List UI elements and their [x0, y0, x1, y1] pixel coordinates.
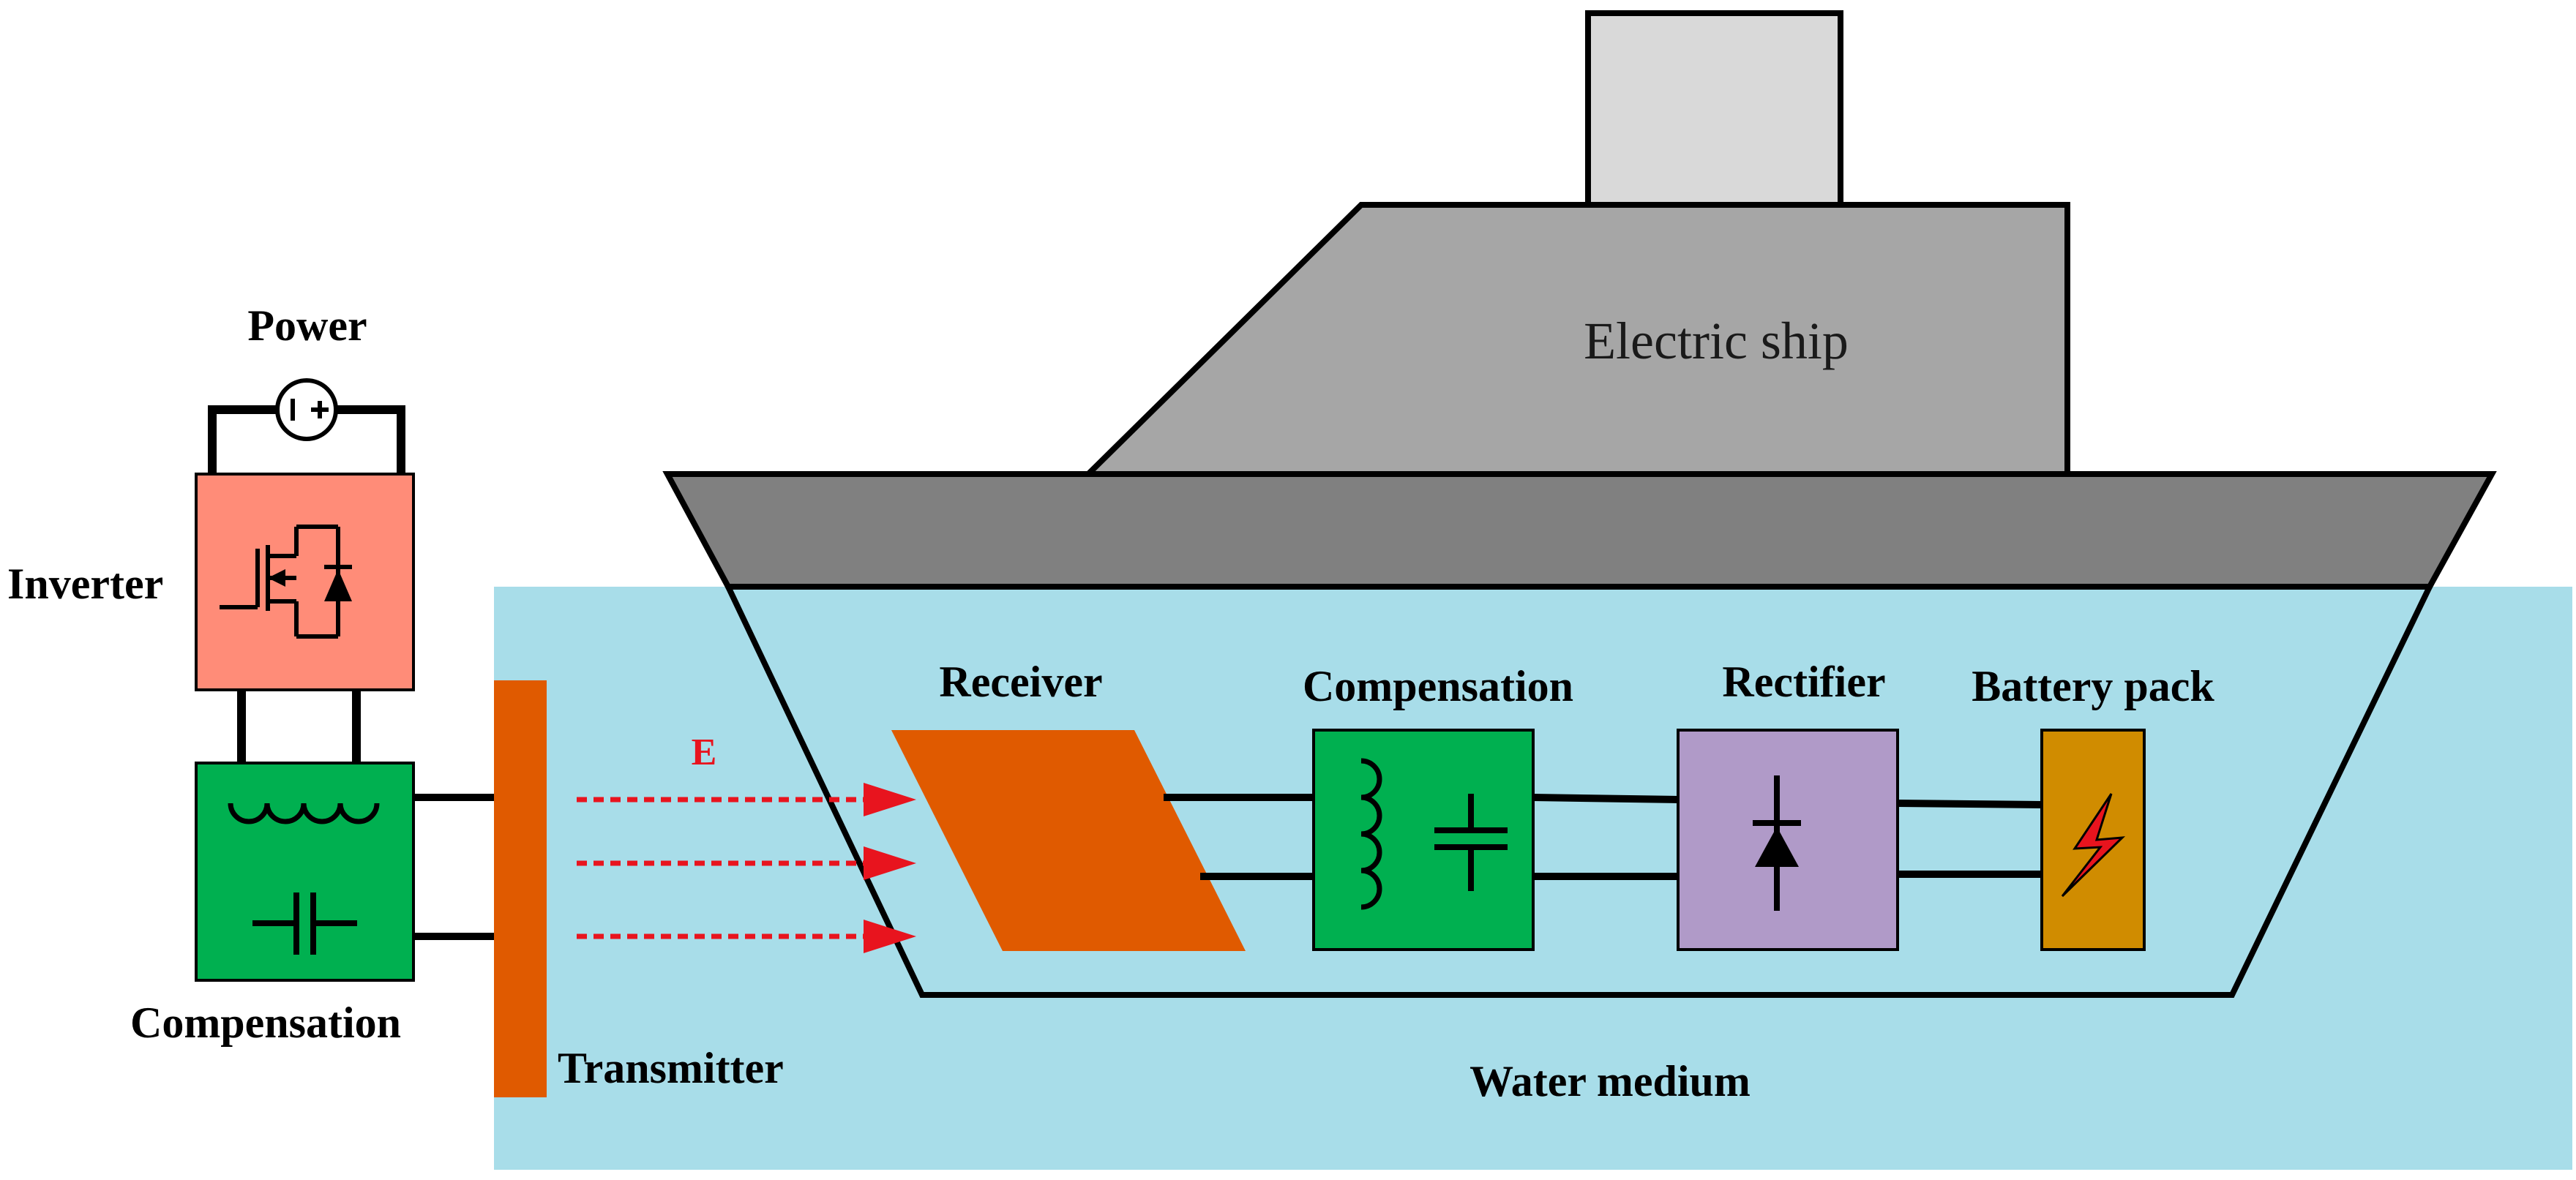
transmitter-plate [494, 680, 547, 1097]
compensation-right-box [1312, 729, 1535, 951]
ship-chimney [1585, 10, 1843, 208]
inverter-box [195, 473, 415, 691]
receiver-label: Receiver [939, 658, 1102, 706]
battery-pack-label: Battery pack [1972, 662, 2214, 710]
water-medium-label: Water medium [1469, 1057, 1751, 1105]
inverter-diode-icon [324, 569, 352, 601]
power-label: Power [247, 301, 367, 350]
ship-deck [662, 471, 2497, 590]
diode-icon [1753, 775, 1801, 911]
ship-cabin [1079, 202, 2070, 478]
compensation-left-label: Compensation [130, 999, 401, 1047]
compensation-right-label: Compensation [1303, 662, 1573, 710]
dc-source-icon [275, 378, 338, 441]
field-arrow-2-head [864, 846, 916, 880]
field-arrow-3-head [864, 920, 916, 953]
inverter-arrow-icon [268, 569, 285, 587]
field-arrow-1-head [864, 783, 916, 816]
rectifier-label: Rectifier [1722, 658, 1885, 706]
capacitor-left-icon [252, 892, 357, 955]
field-arrows [577, 783, 916, 953]
rect-batt-wire-top [1897, 800, 2043, 808]
comp-rect-wire-top [1532, 794, 1679, 803]
field-label: E [692, 732, 717, 773]
electric-ship-label: Electric ship [1584, 312, 1849, 370]
transmitter-label: Transmitter [558, 1044, 784, 1092]
lightning-bolt-icon [2061, 793, 2126, 898]
compensation-left-box [195, 762, 415, 982]
capacitor-right-icon [1434, 794, 1508, 891]
rectifier-box [1677, 729, 1899, 951]
receiver-plate [891, 730, 1246, 951]
inductor-left-icon [228, 803, 380, 824]
inductor-right-icon [1360, 758, 1382, 910]
inverter-label: Inverter [7, 560, 163, 608]
ship-hull [723, 584, 2435, 998]
